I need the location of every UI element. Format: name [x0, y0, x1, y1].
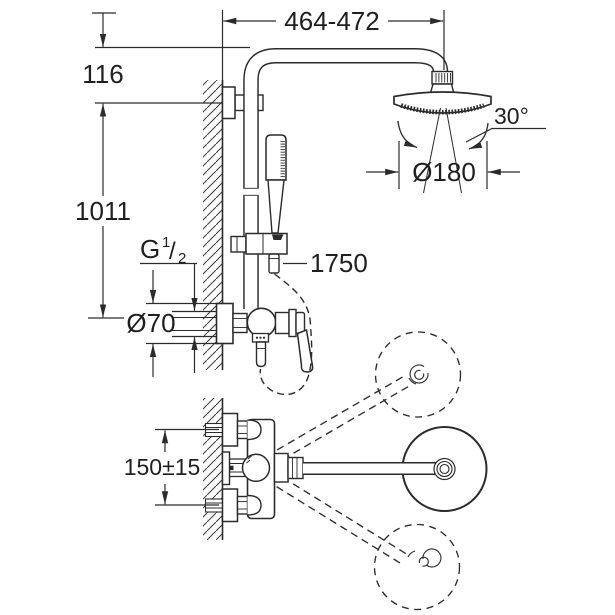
tilt-arc-right — [468, 122, 489, 150]
side-view-drawing — [172, 48, 492, 396]
outlet-stub — [255, 341, 267, 368]
hose-length-label: 1750 — [310, 248, 368, 278]
mixer-valve — [215, 302, 314, 373]
head-diameter-label: Ø180 — [412, 157, 476, 187]
head-shower — [393, 70, 492, 194]
height-1011-label: 1011 — [75, 196, 131, 226]
top-view-wall — [203, 398, 224, 540]
height-116-dimension — [92, 12, 250, 104]
hand-shower — [265, 134, 287, 234]
swivel-hub-marks-lower — [407, 548, 442, 568]
thread-size-label: G 1 / 2 — [140, 234, 186, 267]
rail-slider-holder — [230, 232, 288, 274]
flange-diameter-dimension — [146, 270, 219, 377]
swivel-range — [265, 331, 462, 611]
supply-connection — [172, 310, 218, 338]
flange-diameter-label: Ø70 — [126, 308, 175, 338]
shower-hose — [259, 273, 313, 396]
swivel-position-upper — [374, 331, 462, 418]
hose-nipple — [268, 253, 280, 274]
spray-face — [400, 103, 485, 115]
height-1011-dimension — [88, 103, 124, 319]
dimension-labels: 464-472 116 1011 G 1 / 2 Ø70 1750 30° Ø1… — [75, 6, 529, 480]
swivel-pivot — [241, 453, 271, 483]
connection-spacing-dimension — [155, 428, 219, 506]
rail-wall-bracket — [221, 86, 236, 120]
connection-spacing-label: 150±15 — [124, 454, 201, 480]
head-diameter-dimension — [366, 141, 520, 189]
mixer-lever — [296, 328, 314, 373]
tilt-angle-leader — [465, 127, 546, 143]
shower-arm-pipe — [242, 48, 449, 309]
mixer-valve-top-view — [204, 412, 304, 523]
dimension-annotations — [88, 10, 546, 506]
tilt-arc-left — [397, 120, 418, 149]
swivel-position-lower — [373, 523, 461, 611]
swivel-hub-marks-upper — [408, 364, 429, 385]
top-width-label: 464-472 — [284, 6, 379, 36]
shower-arm-top-view — [303, 457, 456, 481]
tilt-angle-label: 30° — [494, 103, 529, 129]
top-view-drawing — [203, 331, 488, 611]
top-width-dimension — [221, 10, 445, 88]
height-116-label: 116 — [82, 59, 123, 89]
